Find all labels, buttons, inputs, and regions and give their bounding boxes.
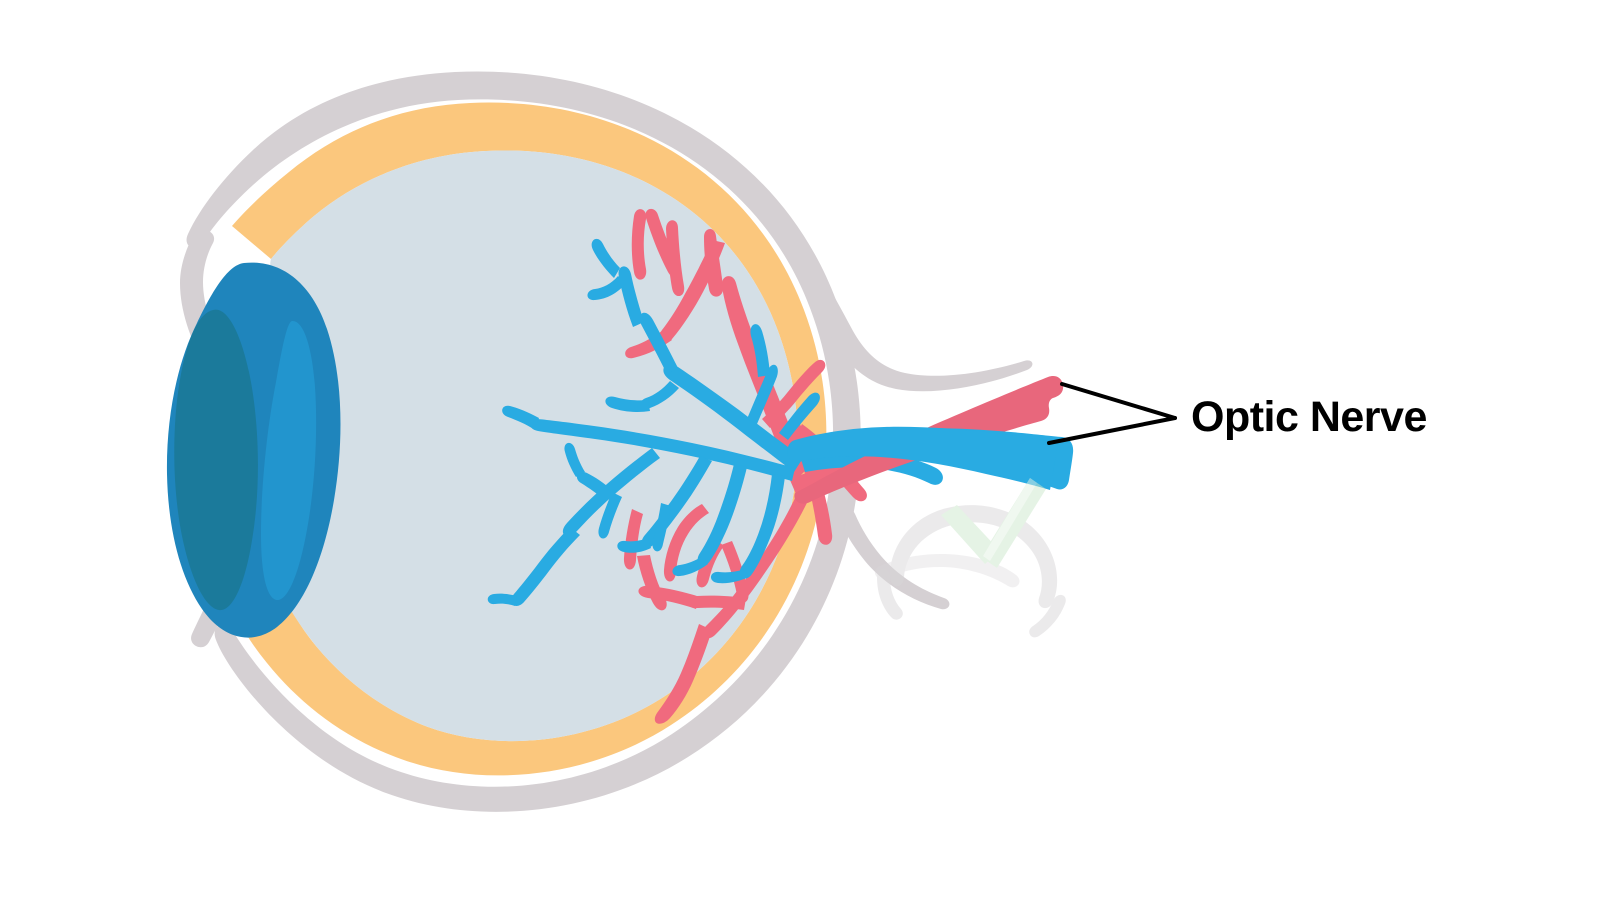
watermark-arc-shadow — [874, 554, 1020, 588]
watermark-arc-right-foot — [1029, 594, 1066, 638]
artery-branch-top-stub — [666, 220, 685, 297]
artery-lower-loop — [663, 504, 709, 582]
watermark-check — [941, 478, 1046, 568]
vein-upper-branch2b — [605, 396, 650, 412]
vein-lower-branch — [739, 474, 785, 579]
vein-upper-right3 — [779, 392, 820, 440]
leader-line-to-artery-trunk — [1060, 382, 1177, 420]
vein-left-horizontal — [529, 418, 795, 481]
cornea-lens-group — [166, 262, 341, 638]
vein-upper-branch1 — [639, 312, 678, 374]
optic-nerve-leader-lines — [1047, 382, 1177, 445]
optic-nerve-label: Optic Nerve — [1191, 393, 1427, 441]
artery-lower-loop3 — [637, 555, 667, 611]
watermark-check-edge — [983, 478, 1037, 561]
checkmark-watermark — [874, 478, 1066, 638]
vein-upper-hook — [587, 276, 626, 301]
artery-branch-midright — [762, 359, 826, 428]
vein-upper-right — [747, 364, 778, 424]
artery-branch-top-hook — [631, 209, 647, 280]
vein-upper-main — [663, 364, 803, 472]
optic-sheath-upper — [810, 286, 1033, 392]
optic-nerve-vein-band — [787, 426, 1058, 490]
leader-line-to-vein-trunk — [1047, 416, 1177, 445]
vein-left-branch1 — [562, 448, 660, 537]
artery-branch-top-left — [659, 240, 725, 343]
vein-mid-branch2 — [697, 464, 747, 566]
optic-nerve-trunks — [787, 375, 1074, 504]
lens-highlight — [261, 320, 317, 601]
watermark-check-short-arm — [941, 505, 1000, 564]
vein-left-tip — [502, 405, 539, 430]
vein-small-stub1 — [598, 492, 622, 539]
vein-network — [487, 238, 943, 606]
vein-left-branch1c — [487, 593, 517, 606]
artery-lower-branch-left — [686, 595, 746, 610]
artery-lower-arc — [696, 538, 724, 588]
artery-lower-loop2 — [623, 509, 643, 570]
watermark-arc-left-foot — [877, 568, 903, 620]
vein-left-branch1b — [511, 527, 580, 606]
lens-inner — [174, 309, 258, 611]
vein-left-branch2b — [564, 442, 585, 477]
vein-mid-branch-tip — [617, 538, 651, 553]
vein-upper-branch1b — [618, 266, 644, 327]
artery-lower-branch-down — [654, 624, 712, 724]
vein-mid-branch2-tip — [672, 556, 708, 577]
optic-sheath-lower — [835, 504, 950, 610]
vein-upper-right2 — [750, 324, 770, 377]
vein-upper-branch2 — [640, 381, 679, 409]
vein-lower-branch-tip — [710, 569, 749, 584]
vein-upper-hook2 — [591, 238, 620, 278]
vein-small-stub2 — [652, 503, 671, 552]
vein-left-branch2 — [576, 472, 612, 501]
